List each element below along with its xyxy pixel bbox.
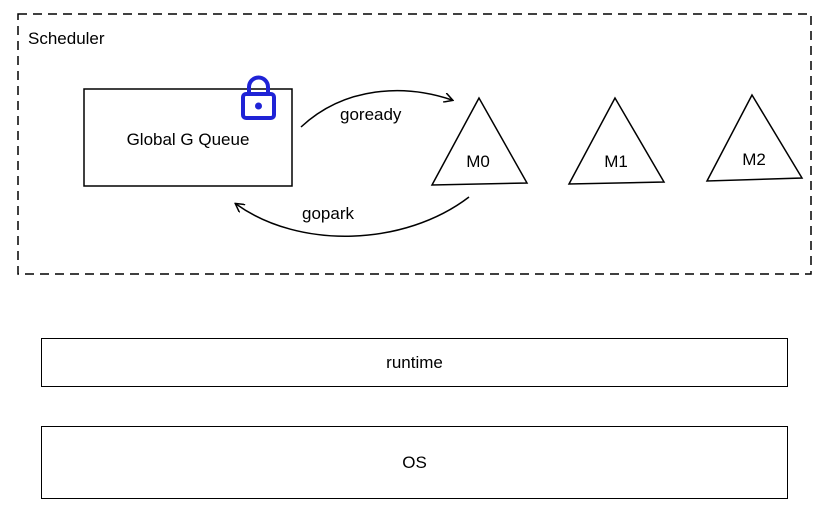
machine-m1-label: M1 bbox=[604, 152, 628, 171]
machine-m0: M0 bbox=[430, 96, 529, 186]
goready-arrow bbox=[300, 89, 452, 128]
machine-m2-label: M2 bbox=[742, 150, 766, 169]
runtime-layer: runtime bbox=[41, 338, 788, 387]
runtime-label: runtime bbox=[386, 352, 443, 372]
scheduler-title: Scheduler bbox=[28, 29, 105, 48]
global-g-queue-label: Global G Queue bbox=[127, 130, 250, 149]
os-label: OS bbox=[402, 452, 427, 472]
machine-m2: M2 bbox=[705, 93, 804, 182]
gopark-arrow bbox=[236, 196, 470, 237]
machine-m0-label: M0 bbox=[466, 152, 490, 171]
goready-label: goready bbox=[340, 105, 402, 124]
scheduler-boundary bbox=[17, 13, 812, 275]
gopark-label: gopark bbox=[302, 204, 354, 223]
machine-m1: M1 bbox=[567, 96, 666, 185]
os-layer: OS bbox=[41, 426, 788, 499]
lock-icon bbox=[241, 75, 276, 120]
